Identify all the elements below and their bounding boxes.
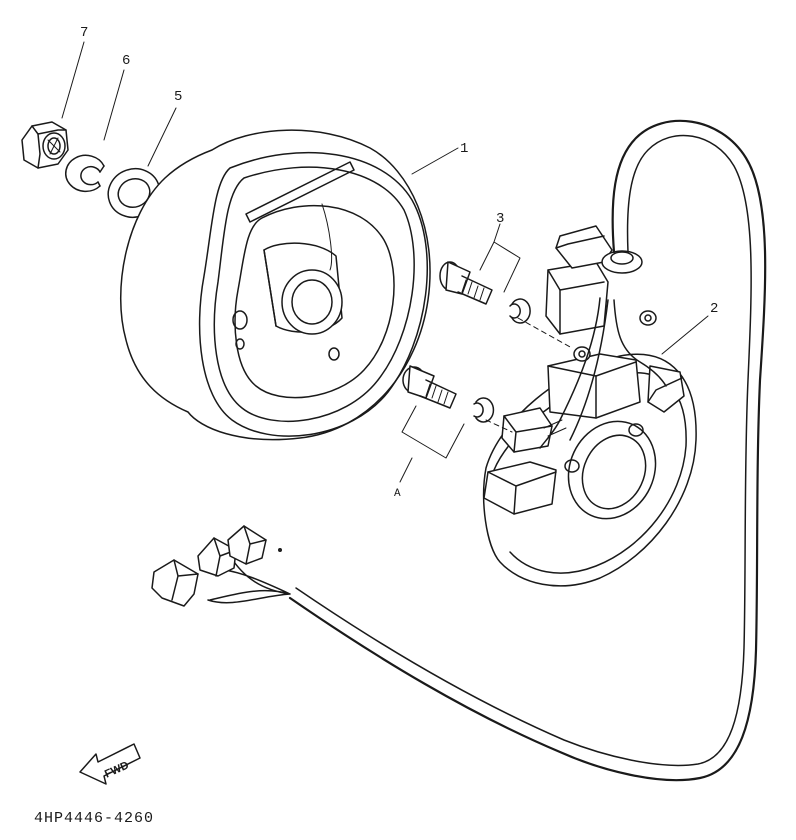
nut-part-7[interactable] <box>21 121 69 169</box>
lock-washer-part-6[interactable] <box>65 154 105 193</box>
rotor-part-1[interactable] <box>120 129 431 441</box>
lead-wire <box>288 119 767 782</box>
circlip-lower[interactable] <box>473 397 495 423</box>
callout-1: 1 <box>460 141 468 157</box>
callout-5: 5 <box>174 89 182 105</box>
leader-2 <box>661 315 709 355</box>
stator-part-2[interactable] <box>482 225 697 587</box>
leader-lines <box>61 41 709 433</box>
diagram-code: 4HP4446-4260 <box>34 810 154 827</box>
leader-6 <box>103 69 125 141</box>
leader-7 <box>61 41 85 119</box>
bracket-3 <box>479 223 521 293</box>
bracket-a <box>399 405 465 483</box>
circlip-upper[interactable] <box>509 298 531 324</box>
screw-part-3-lower[interactable] <box>402 365 457 409</box>
callout-2: 2 <box>710 301 718 317</box>
leader-1 <box>411 147 459 175</box>
align-lower <box>485 419 513 433</box>
callout-6: 6 <box>122 53 130 69</box>
callout-a: A <box>394 488 401 500</box>
fwd-arrow-icon: FWD <box>79 743 141 785</box>
callout-7: 7 <box>80 25 88 41</box>
callout-3: 3 <box>496 211 504 227</box>
connector-harness[interactable] <box>151 525 291 607</box>
leader-5 <box>147 107 177 167</box>
screw-part-3-upper[interactable] <box>439 261 493 305</box>
align-upper <box>517 317 573 349</box>
grommet <box>601 250 643 274</box>
